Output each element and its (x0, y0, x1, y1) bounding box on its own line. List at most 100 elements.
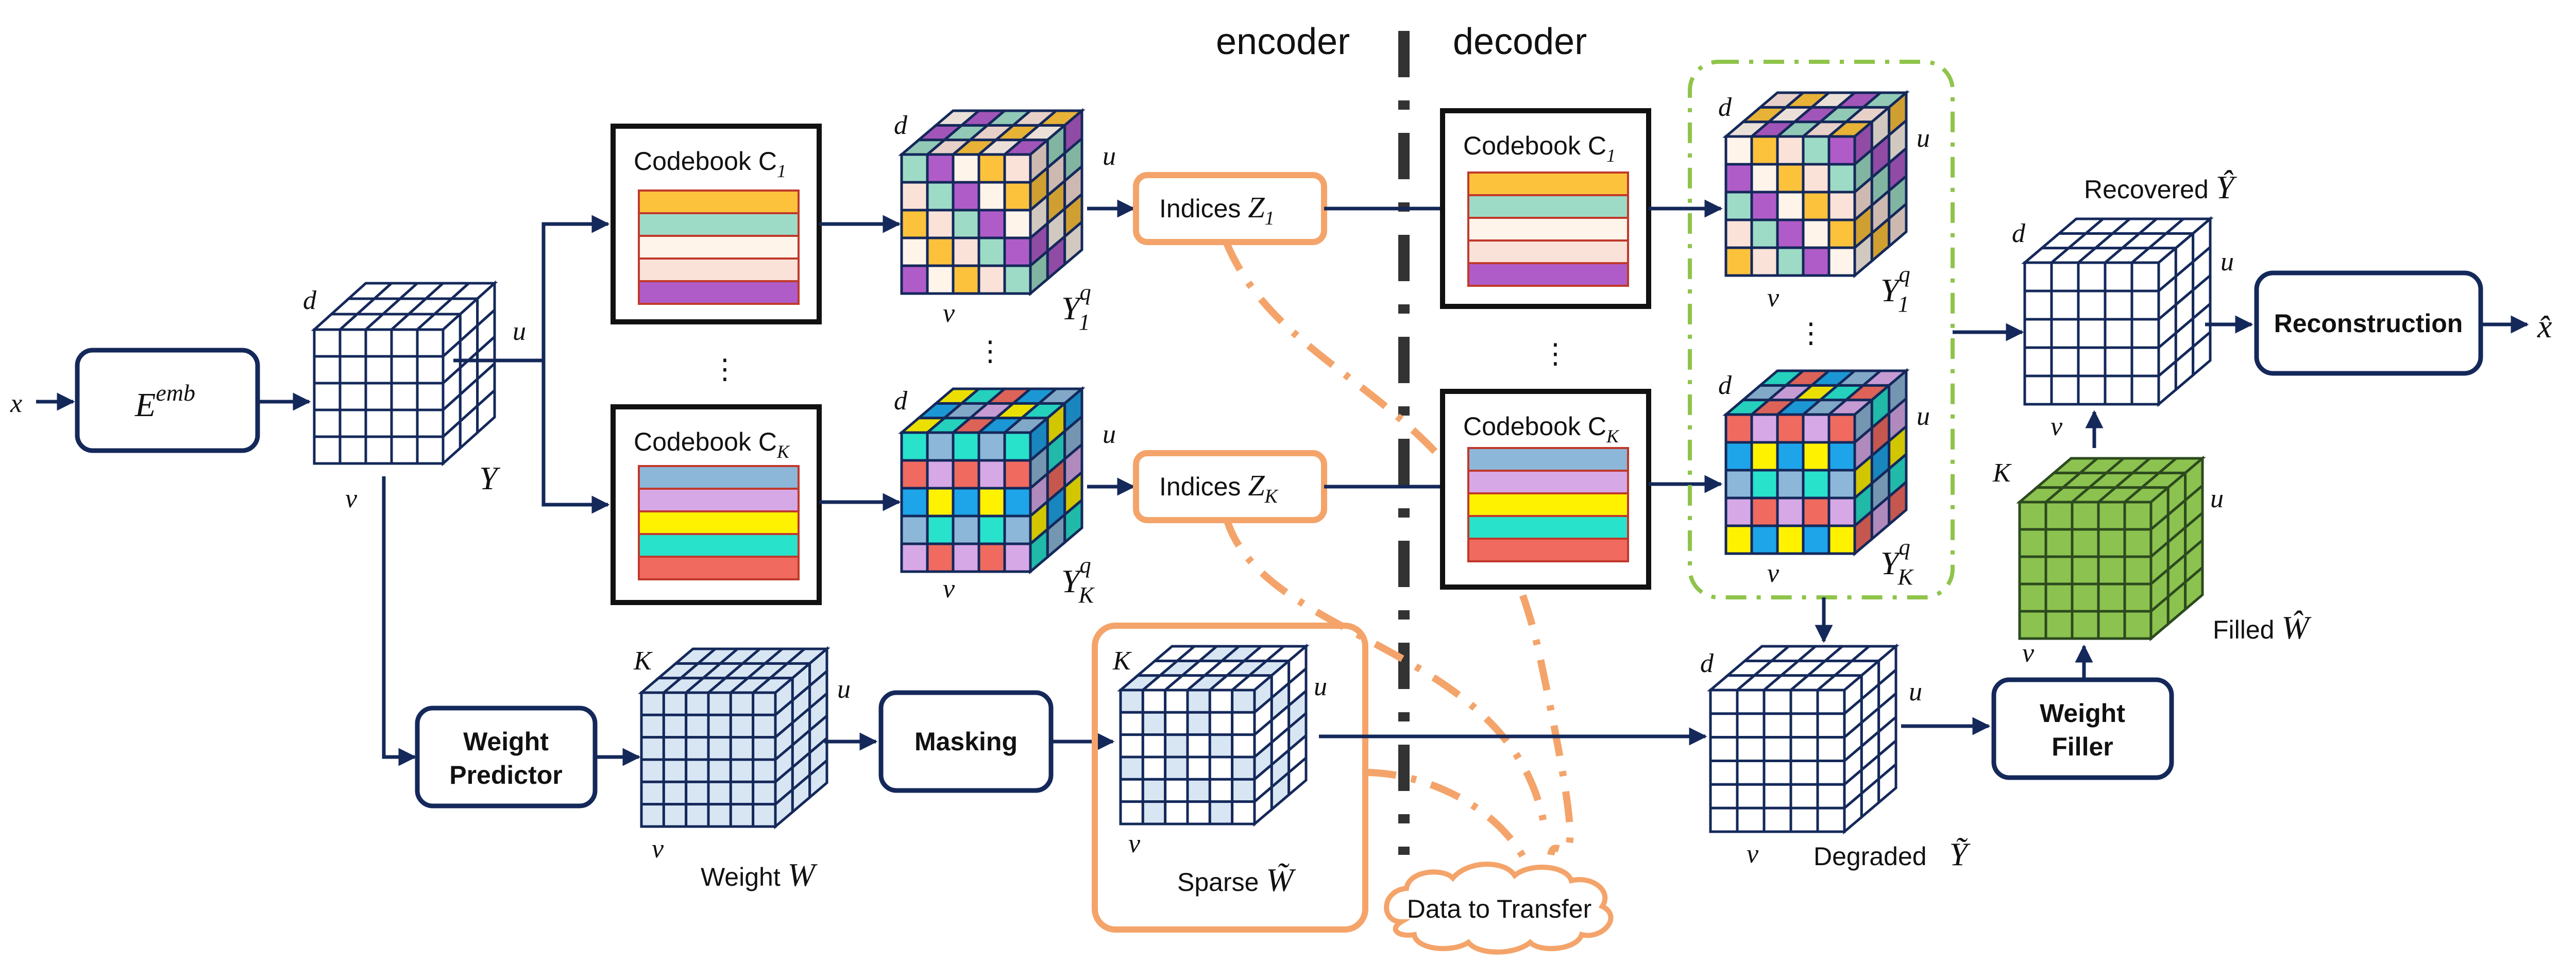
cube-cell (2104, 261, 2133, 293)
cube-cell (900, 153, 929, 184)
indices-1-label: Indices (1159, 194, 1248, 223)
cube-cell (1750, 469, 1779, 500)
cube-cell (707, 758, 732, 783)
cube-cell (2077, 374, 2107, 406)
weight-u-label: u (837, 675, 851, 704)
cube-cell (1816, 736, 1846, 762)
cube-cell (952, 236, 980, 267)
cube-cell (685, 736, 710, 761)
cube-cell (685, 713, 710, 739)
dq1-v-label: v (1767, 283, 1780, 313)
cube-cell (1003, 514, 1032, 545)
embedding-label: E (134, 386, 156, 424)
cube-cell (977, 236, 1006, 267)
cube-cell (2071, 555, 2100, 586)
cube-cell (1141, 755, 1167, 781)
cube-cell (1762, 736, 1792, 762)
cube-cell (1802, 135, 1831, 166)
codebook-entry (1467, 171, 1629, 196)
codebook-1-label: Codebook C (634, 147, 777, 176)
sparse-K-label: K (1112, 646, 1132, 676)
data-to-transfer-cloud: Data to Transfer (1384, 862, 1614, 955)
cube-cell (1003, 209, 1032, 239)
cube-cell (1762, 712, 1792, 739)
cube-cell (313, 408, 342, 438)
cube-cell (707, 736, 732, 761)
cube-cell (952, 514, 980, 545)
cube-cell (1231, 800, 1256, 826)
cube-cell (752, 713, 777, 739)
yqK-d-label: d (894, 386, 908, 416)
cube-cell (926, 264, 955, 295)
cube-cell (313, 382, 342, 411)
quantized-tensor-Y1 (898, 108, 1086, 297)
cube-cell (2023, 318, 2053, 349)
sparse-label: Sparse (1177, 868, 1266, 897)
cube-cell (900, 459, 929, 490)
weight-v-label: v (652, 834, 664, 864)
indices-Z1-box: Indices Z1 (1133, 172, 1327, 245)
cube-cell (2077, 261, 2107, 293)
cube-cell (1776, 524, 1805, 555)
yq1-sup: q (1080, 280, 1091, 305)
cube-cell (1802, 191, 1831, 221)
cube-cell (926, 487, 955, 518)
cube-cell (1816, 783, 1846, 810)
cube-cell (1724, 441, 1753, 472)
codebook-entry (638, 190, 800, 214)
decoder-heading: decoder (1453, 21, 1587, 62)
weight-var: W (788, 856, 818, 893)
cube-cell (1141, 778, 1167, 803)
cube-cell (1750, 496, 1779, 527)
codebook-K-label: Codebook C (634, 427, 777, 456)
cube-cell (662, 803, 688, 828)
svg-text:Sparse W̃: Sparse W̃ (1177, 862, 1296, 898)
codebook-entry (1467, 515, 1629, 540)
svg-text:Yq1: Yq1 (1880, 262, 1910, 317)
cube-cell (2071, 528, 2100, 558)
cube-cell (2123, 610, 2153, 640)
cube-cell (2050, 289, 2080, 321)
dqK-name: Y (1880, 545, 1902, 581)
cube-cell (1750, 524, 1779, 555)
cube-cell (338, 328, 367, 358)
cube-cell (2130, 374, 2160, 406)
cube-cell (1119, 711, 1144, 736)
cube-cell (2130, 346, 2160, 377)
cube-cell (1231, 689, 1256, 714)
cube-cell (977, 153, 1006, 184)
cube-cell (752, 758, 777, 783)
weight-K-label: K (633, 646, 653, 676)
cube-cell (2023, 261, 2053, 293)
yqK-u-label: u (1103, 420, 1116, 449)
degraded-tensor (1707, 643, 1900, 835)
cube-cell (1736, 712, 1766, 739)
cube-cell (2130, 289, 2160, 321)
cube-cell (2104, 318, 2133, 349)
reconstruction-label: Reconstruction (2274, 309, 2463, 338)
decoder-tensor-ellipsis: ⋮ (1797, 318, 1825, 349)
svg-text:Codebook C1: Codebook C1 (1463, 131, 1616, 166)
cube-cell (977, 487, 1006, 518)
cube-cell (2097, 501, 2126, 531)
cube-cell (662, 691, 688, 716)
cube-cell (952, 153, 980, 184)
cube-cell (1776, 469, 1805, 500)
cube-cell (1186, 689, 1211, 714)
svg-text:Indices ZK: Indices ZK (1159, 469, 1279, 507)
cube-cell (1888, 201, 1908, 249)
yq1-sub: 1 (1079, 309, 1090, 335)
filled-weight-tensor (2016, 455, 2206, 642)
cube-cell (2018, 501, 2047, 531)
cube-cell (1877, 761, 1897, 805)
transfer-links (1223, 240, 1574, 862)
cube-cell (1802, 218, 1831, 249)
weight-predictor-line2: Predictor (449, 761, 563, 789)
cube-cell (2044, 528, 2074, 558)
embedding-tensor-Y (311, 280, 498, 467)
svg-text:Indices Z1: Indices Z1 (1159, 191, 1275, 229)
cube-cell (2071, 582, 2100, 613)
cube-cell (1003, 264, 1032, 295)
cube-cell (313, 435, 342, 465)
cube-cell (2192, 329, 2212, 378)
